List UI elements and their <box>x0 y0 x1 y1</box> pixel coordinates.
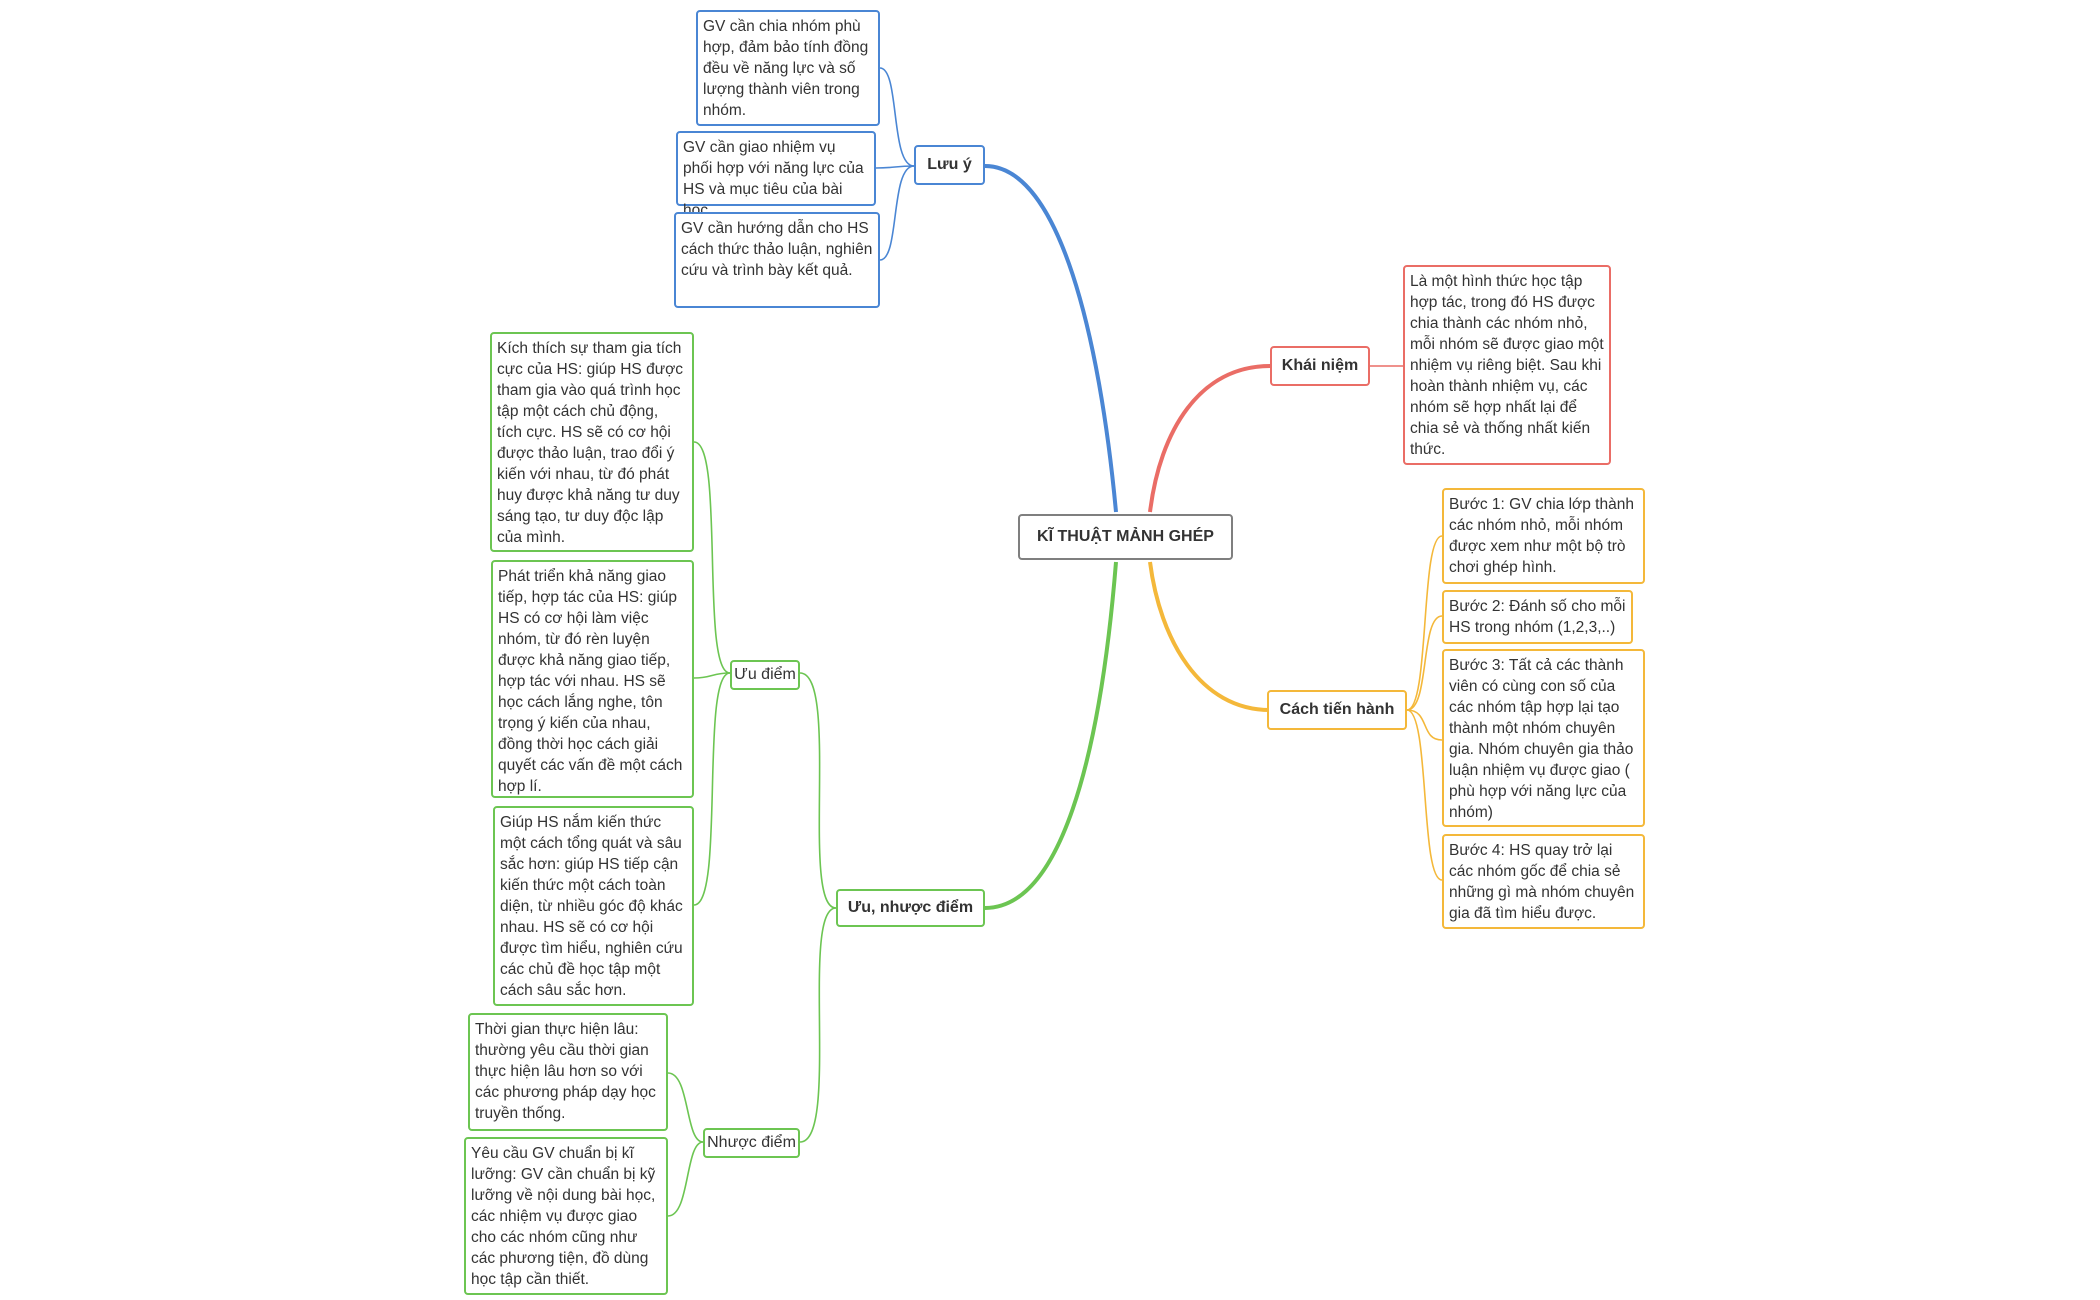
disadvantage-item[interactable]: Yêu cầu GV chuẩn bị kĩ lưỡng: GV cần chu… <box>464 1137 668 1295</box>
central-topic[interactable]: KĨ THUẬT MẢNH GHÉP <box>1018 514 1233 560</box>
advantage-item[interactable]: Phát triển khả năng giao tiếp, hợp tác c… <box>491 560 694 798</box>
link-disadvantages-2 <box>667 1141 704 1217</box>
link-advantages-2 <box>693 672 731 679</box>
link-central-proscons <box>984 561 1118 910</box>
disadvantage-item[interactable]: Thời gian thực hiện lâu: thường yêu cầu … <box>468 1013 668 1131</box>
link-central-concept <box>1148 364 1271 513</box>
notes-item[interactable]: GV cần chia nhóm phù hợp, đảm bảo tính đ… <box>696 10 880 126</box>
link-steps-1 <box>1406 535 1443 711</box>
branch-notes[interactable]: Lưu ý <box>914 145 985 185</box>
link-steps-2 <box>1406 615 1443 711</box>
branch-concept[interactable]: Khái niệm <box>1270 346 1370 386</box>
concept-item[interactable]: Là một hình thức học tập hợp tác, trong … <box>1403 265 1611 465</box>
step-item[interactable]: Bước 2: Đánh số cho mỗi HS trong nhóm (1… <box>1442 590 1633 644</box>
link-notes-1 <box>879 67 915 167</box>
advantage-item[interactable]: Giúp HS nắm kiến thức một cách tổng quát… <box>493 806 694 1006</box>
link-proscons-disadvantages <box>799 907 837 1143</box>
step-item[interactable]: Bước 3: Tất cả các thành viên có cùng co… <box>1442 649 1645 827</box>
sub-branch-disadvantages[interactable]: Nhược điểm <box>703 1128 800 1158</box>
notes-item[interactable]: GV cần giao nhiệm vụ phối hợp với năng l… <box>676 131 876 219</box>
link-advantages-3 <box>693 672 731 906</box>
link-advantages-1 <box>693 441 731 674</box>
link-central-notes <box>984 164 1118 513</box>
branch-proscons[interactable]: Ưu, nhược điểm <box>836 889 985 927</box>
link-steps-3 <box>1406 709 1443 741</box>
link-proscons-advantages <box>799 672 837 909</box>
link-notes-2 <box>875 165 915 169</box>
step-item[interactable]: Bước 1: GV chia lớp thành các nhóm nhỏ, … <box>1442 488 1645 584</box>
branch-steps[interactable]: Cách tiến hành <box>1267 690 1407 730</box>
link-central-steps <box>1148 561 1271 712</box>
sub-branch-advantages[interactable]: Ưu điểm <box>730 660 800 690</box>
step-item[interactable]: Bước 4: HS quay trở lại các nhóm gốc để … <box>1442 834 1645 929</box>
advantage-item[interactable]: Kích thích sự tham gia tích cực của HS: … <box>490 332 694 552</box>
link-disadvantages-1 <box>667 1072 704 1143</box>
link-notes-3 <box>879 165 915 261</box>
link-steps-4 <box>1406 709 1443 881</box>
notes-item[interactable]: GV cần hướng dẫn cho HS cách thức thảo l… <box>674 212 880 308</box>
